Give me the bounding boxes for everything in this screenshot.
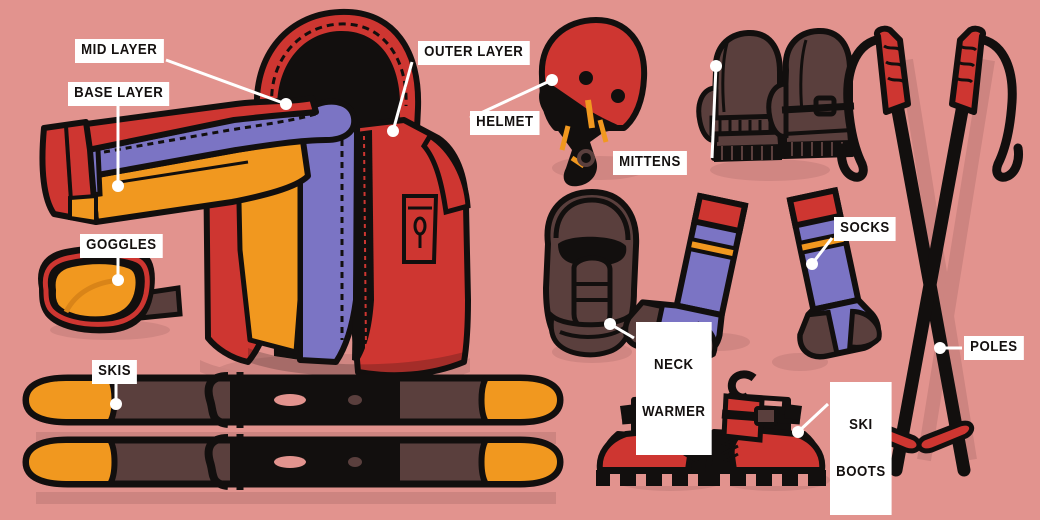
label-skis: SKIS [92, 360, 138, 384]
callout-dots [110, 60, 946, 438]
label-goggles: GOGGLES [80, 234, 163, 258]
label-neck-warmer-line2: WARMER [642, 402, 706, 420]
label-ski-boots-line2: BOOTS [836, 462, 886, 480]
mittens-illustration [696, 27, 855, 162]
label-poles: POLES [964, 336, 1024, 360]
label-ski-boots-line1: SKI [849, 415, 873, 433]
label-neck-warmer-line1: NECK [654, 355, 694, 373]
label-helmet: HELMET [470, 111, 540, 135]
ski-bottom [22, 434, 564, 490]
label-mid-layer: MID LAYER [75, 39, 164, 63]
label-outer-layer: OUTER LAYER [418, 41, 530, 65]
label-neck-warmer: NECK WARMER [636, 322, 712, 455]
label-base-layer: BASE LAYER [68, 82, 170, 106]
poles-illustration [837, 25, 1023, 477]
helmet-illustration [538, 17, 648, 187]
label-socks: SOCKS [834, 217, 896, 241]
label-ski-boots: SKI BOOTS [830, 382, 892, 515]
skis-illustration [22, 372, 564, 504]
label-mittens: MITTENS [613, 151, 687, 175]
jacket-illustration [39, 8, 471, 387]
goggles-illustration [38, 245, 183, 334]
